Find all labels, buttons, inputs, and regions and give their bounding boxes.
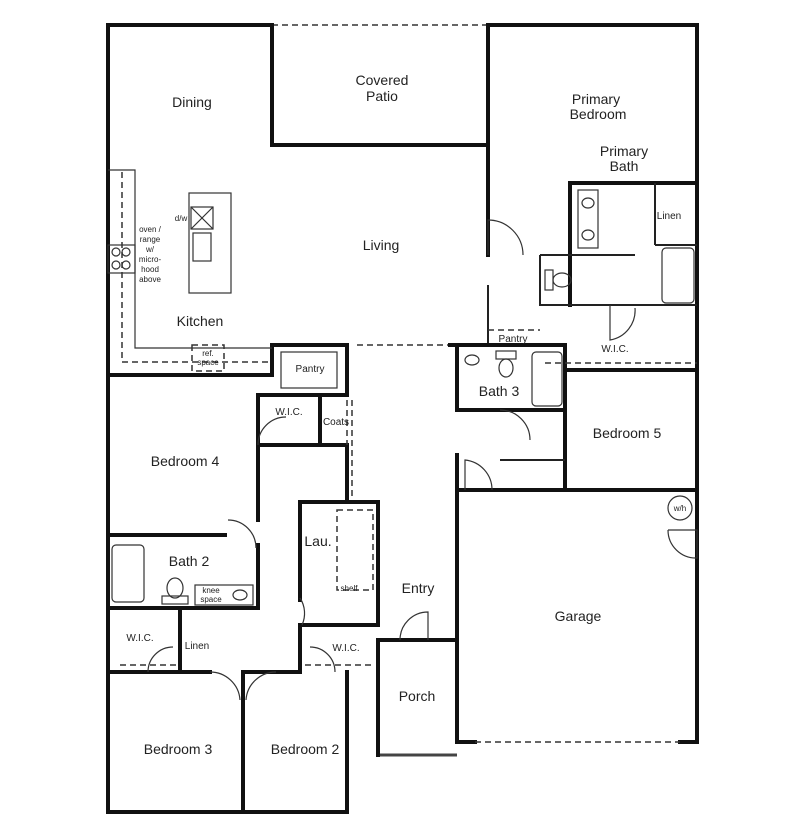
- label-linen-hall: Linen: [185, 641, 209, 652]
- label-wic-primary: W.I.C.: [601, 344, 628, 355]
- interior-walls: [106, 23, 699, 814]
- label-wic-bed3: W.I.C.: [126, 633, 153, 644]
- label-bedroom3: Bedroom 3: [144, 741, 213, 757]
- label-bedroom2: Bedroom 2: [271, 741, 340, 757]
- label-laundry: Lau.: [304, 533, 331, 549]
- label-knee-space-1: knee: [202, 586, 220, 595]
- label-bath3: Bath 3: [479, 383, 520, 399]
- fixtures: [107, 169, 697, 666]
- label-covered-patio-2: Patio: [366, 88, 398, 104]
- label-dining: Dining: [172, 94, 212, 110]
- label-primary-bedroom-1: Primary: [572, 91, 620, 107]
- fixture-labels: d/w oven / range w/ micro- hood above re…: [139, 214, 219, 367]
- label-oven-note-1: oven /: [139, 225, 162, 234]
- doors: [147, 219, 698, 701]
- label-shelf: shelf: [341, 584, 359, 593]
- label-linen-primary: Linen: [657, 211, 681, 222]
- label-dishwasher: d/w: [175, 214, 188, 223]
- label-coats: Coats: [323, 417, 349, 428]
- label-kitchen: Kitchen: [177, 313, 224, 329]
- label-ref-space-1: ref.: [202, 349, 214, 358]
- label-oven-note-3: w/: [145, 245, 155, 254]
- label-knee-space-2: space: [200, 595, 222, 604]
- label-oven-note-5: hood: [141, 265, 159, 274]
- label-garage: Garage: [555, 608, 602, 624]
- ref-space: [191, 344, 225, 372]
- exterior-walls: [106, 23, 699, 814]
- label-wic-bed2: W.I.C.: [332, 643, 359, 654]
- label-primary-bath-1: Primary: [600, 143, 648, 159]
- label-primary-bath-2: Bath: [610, 158, 639, 174]
- label-pantry-hall: Pantry: [499, 334, 528, 345]
- kitchen-island: [188, 192, 232, 294]
- label-bedroom4: Bedroom 4: [151, 453, 220, 469]
- label-porch: Porch: [399, 688, 436, 704]
- label-primary-bedroom-2: Bedroom: [570, 106, 627, 122]
- label-living: Living: [363, 237, 400, 253]
- label-oven-note-6: above: [139, 275, 161, 284]
- room-labels: Dining Covered Patio Primary Bedroom Pri…: [126, 72, 686, 757]
- label-water-heater: w/h: [673, 504, 686, 513]
- label-wic-bed4: W.I.C.: [275, 407, 302, 418]
- label-bath2: Bath 2: [169, 553, 210, 569]
- label-pantry-kitchen: Pantry: [296, 364, 325, 375]
- label-oven-note-4: micro-: [139, 255, 162, 264]
- label-oven-note-2: range: [140, 235, 161, 244]
- label-covered-patio-1: Covered: [356, 72, 409, 88]
- label-ref-space-2: space: [197, 358, 219, 367]
- label-bedroom5: Bedroom 5: [593, 425, 662, 441]
- label-entry: Entry: [402, 580, 435, 596]
- range-cooktop: [107, 244, 136, 274]
